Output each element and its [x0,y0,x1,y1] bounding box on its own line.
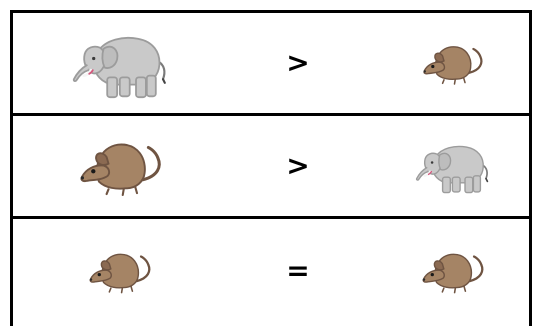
mouse-icon [422,45,483,86]
right-animal-cell [373,13,529,113]
comparison-symbol-cell: > [223,13,373,113]
comparison-row-1: > [13,13,529,116]
comparison-row-2: > [13,116,529,219]
comparison-symbol-cell: = [223,219,373,323]
comparison-row-3: = [13,219,529,323]
mouse-icon [421,253,484,294]
comparison-symbol-cell: > [223,116,373,216]
left-animal-cell [13,116,223,216]
comparison-symbol: > [286,46,310,79]
elephant-icon [72,36,167,99]
right-animal-cell [373,116,529,216]
right-animal-cell [373,219,529,323]
left-animal-cell [13,13,223,113]
comparison-symbol: > [286,149,310,182]
comparison-symbol: = [286,254,310,287]
comparison-table: > > = [10,10,532,326]
mouse-icon [79,142,161,197]
left-animal-cell [13,219,223,323]
elephant-icon [415,145,489,194]
mouse-icon [88,253,151,294]
